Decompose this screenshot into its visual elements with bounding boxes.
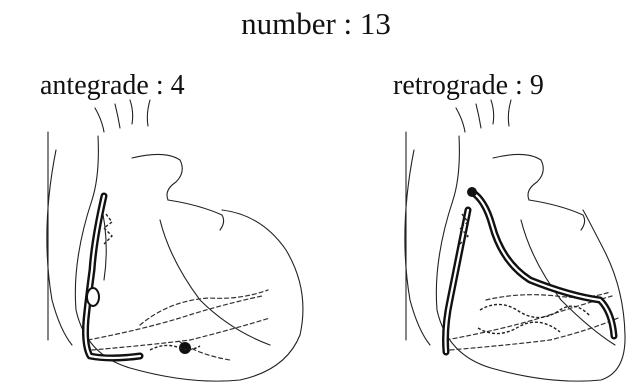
heart-outline-right-side [47,132,72,345]
coronary-vessel [446,296,612,340]
pulmonary-outline [168,200,224,230]
antegrade-heart [47,100,303,381]
heart-outline-right-side [405,132,430,345]
ventricle-outline [75,200,303,381]
proximal-anastomosis-marker [467,187,477,197]
anastomosis-marker [87,288,99,306]
retrograde-graft-sweeping-lumen [472,192,614,336]
septum-line [160,220,270,345]
pulmonary-outline [529,200,585,230]
retrograde-heart [405,100,625,381]
side-vessel [104,214,112,244]
coronary-vessel [140,290,268,325]
coronary-vessel [88,296,262,340]
collateral-scribble [478,322,560,333]
aorta-outline [92,136,182,200]
antegrade-graft [86,196,141,358]
aortic-branches [95,100,150,132]
aorta-outline [453,136,543,200]
collateral-scribble [480,304,590,317]
aortic-branches [456,100,511,132]
retrograde-graft-sweeping [472,192,614,336]
